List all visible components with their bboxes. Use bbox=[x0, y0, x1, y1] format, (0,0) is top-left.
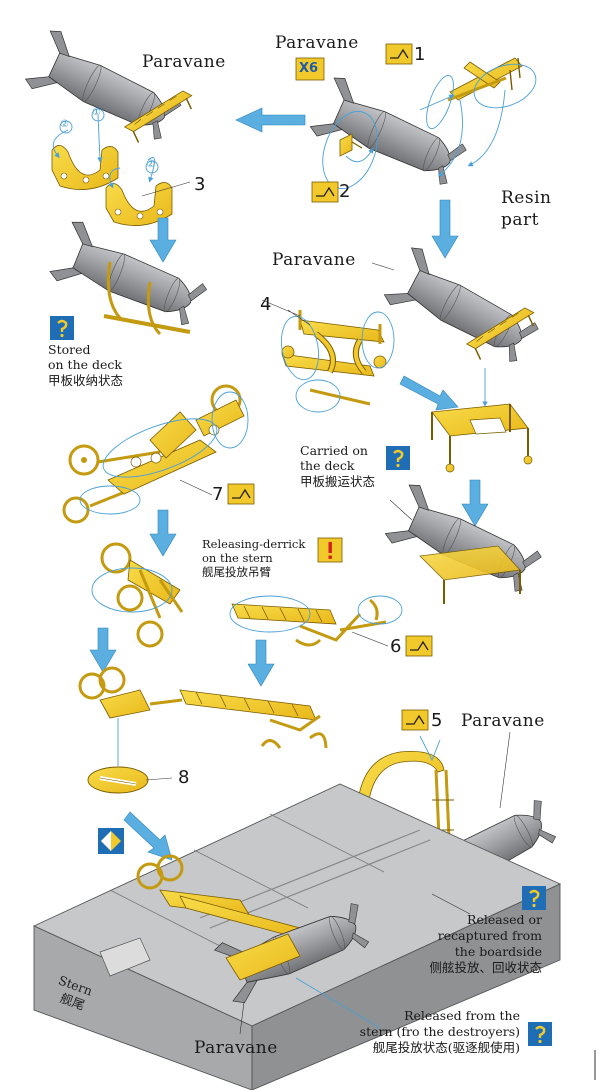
flow-arrow-down-6 bbox=[89, 627, 117, 673]
direction-diamond-icon bbox=[98, 828, 124, 854]
boardside-leader bbox=[431, 893, 471, 915]
flow-arrow-down-4 bbox=[149, 509, 177, 557]
derrick-on-stern bbox=[136, 854, 307, 941]
step-number-3: 3 bbox=[194, 174, 206, 195]
flow-arrow-down-3 bbox=[461, 479, 489, 527]
trolley-fold-lines bbox=[261, 299, 395, 413]
released-side-line1: Released or bbox=[467, 912, 542, 927]
released-stern-line2: stern (fro the destroyers) bbox=[359, 1024, 520, 1039]
stored-cradles bbox=[103, 261, 191, 336]
step-number-2: 2 bbox=[339, 181, 351, 202]
flow-arrow-down-5 bbox=[247, 639, 275, 687]
assembly-guide-lines bbox=[322, 63, 537, 189]
photo-etch-part-icon bbox=[385, 43, 413, 65]
stored-label-line1: Stored bbox=[48, 342, 91, 357]
info-question-icon bbox=[528, 1022, 552, 1046]
step-number-4: 4 bbox=[260, 294, 272, 315]
caution-exclamation-icon bbox=[317, 537, 343, 563]
step-number-6: 6 bbox=[390, 636, 402, 657]
releasing-label-line2: on the stern bbox=[202, 551, 273, 565]
paravane-mid-right bbox=[381, 243, 547, 372]
photo-etch-part-icon bbox=[401, 709, 429, 731]
paravane-bottom-leader bbox=[239, 1001, 245, 1035]
paravane-right-leader bbox=[499, 731, 511, 809]
flow-arrow-left bbox=[235, 107, 306, 133]
trolley-carried bbox=[389, 499, 521, 604]
part-3-cradle-right bbox=[105, 182, 173, 226]
info-question-icon bbox=[386, 446, 410, 470]
photo-etch-part-icon bbox=[311, 181, 339, 203]
flow-arrow-down-2 bbox=[431, 199, 459, 259]
part-2-pe-plate bbox=[339, 133, 363, 157]
derrick-folded bbox=[91, 542, 184, 648]
photo-etch-part-icon bbox=[405, 635, 433, 657]
stern-cradle bbox=[225, 933, 301, 981]
resin-label-line2: part bbox=[501, 210, 539, 230]
paravane-label-mid: Paravane bbox=[272, 250, 356, 270]
info-question-icon bbox=[50, 316, 74, 340]
paravane-label-top-left: Paravane bbox=[142, 52, 226, 72]
paravane-leader bbox=[371, 262, 395, 271]
released-side-line2: recaptured from bbox=[437, 928, 542, 943]
paravane-label-top-center: Paravane bbox=[275, 33, 359, 53]
order-marker-2a: ② bbox=[60, 119, 69, 130]
releasing-label-line1: Releasing-derrick bbox=[202, 537, 306, 551]
paravane-with-bracket bbox=[22, 26, 189, 150]
paravane-label-bottom: Paravane bbox=[194, 1038, 278, 1058]
part-8-base-plate bbox=[87, 766, 173, 794]
carried-label-line1: Carried on bbox=[300, 443, 368, 458]
flow-arrow-diag-2 bbox=[123, 811, 173, 861]
order-marker-1: ① bbox=[92, 107, 101, 118]
flow-arrow-diag-1 bbox=[399, 375, 459, 411]
stern-hull bbox=[32, 783, 562, 1090]
info-question-icon bbox=[522, 886, 546, 910]
paravane-label-right: Paravane bbox=[461, 711, 545, 731]
flow-arrow-down-1 bbox=[149, 217, 177, 263]
photo-etch-part-icon bbox=[227, 483, 255, 505]
derrick-leader bbox=[179, 479, 213, 496]
released-stern-line1: Released from the bbox=[404, 1008, 520, 1023]
resin-paravane-model bbox=[307, 73, 474, 195]
quantity-x6: X6 bbox=[299, 61, 319, 76]
carried-label-cn: 甲板搬运状态 bbox=[300, 474, 376, 489]
quantity-badge bbox=[295, 57, 325, 81]
stored-label-line2: on the deck bbox=[48, 357, 122, 372]
step-number-5: 5 bbox=[431, 710, 443, 731]
derrick-assembled bbox=[78, 666, 328, 749]
carried-label-line2: the deck bbox=[300, 458, 355, 473]
released-stern-cn: 舰尾投放状态(驱逐舰使用) bbox=[372, 1040, 520, 1055]
step-number-7: 7 bbox=[212, 484, 224, 505]
step-number-1: 1 bbox=[414, 44, 426, 65]
released-side-cn: 侧舷投放、回收状态 bbox=[429, 960, 542, 975]
paravane-carried bbox=[382, 480, 549, 602]
released-side-line3: the boardside bbox=[454, 944, 542, 959]
cradle-fold-lines bbox=[52, 114, 191, 197]
trolley-assembled bbox=[431, 403, 533, 473]
part-4-trolley-flat bbox=[281, 310, 387, 406]
stored-label-cn: 甲板收纳状态 bbox=[48, 373, 124, 388]
step-number-8: 8 bbox=[178, 767, 190, 788]
order-marker-2b: ② bbox=[146, 159, 155, 170]
stern-leader bbox=[295, 977, 381, 1029]
releasing-label-cn: 舰尾投放吊臂 bbox=[202, 565, 271, 579]
derrick-fold-lines bbox=[79, 391, 249, 515]
part-3-cradle-left bbox=[51, 145, 119, 190]
resin-label-line1: Resin bbox=[501, 188, 552, 208]
part-6-derrick-arm bbox=[229, 595, 403, 647]
step-order-markers bbox=[59, 108, 159, 174]
